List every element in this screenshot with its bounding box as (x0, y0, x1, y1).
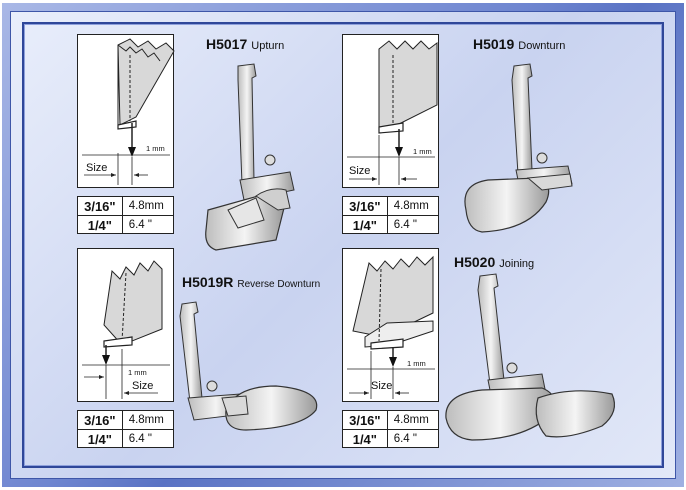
table-row: 3/16" 4.8mm (78, 197, 173, 215)
gap-label-h5019: 1 mm (413, 147, 432, 156)
product-code: H5019 (473, 36, 515, 52)
size-table-h5019: 3/16" 4.8mm 1/4" 6.4 " (342, 196, 439, 234)
product-code: H5020 (454, 254, 496, 270)
size-fraction: 1/4" (78, 430, 123, 448)
product-code: H5019R (182, 274, 234, 290)
seam-diagram-h5017: Size 1 mm (77, 34, 175, 188)
size-metric: 4.8mm (128, 414, 164, 426)
seam-diagram-h5019: Size 1 mm (342, 34, 439, 188)
seam-diagram-h5020-drawing: Size 1 mm (347, 255, 435, 399)
size-metric: 6.4 " (393, 219, 417, 231)
table-row: 3/16" 4.8mm (343, 411, 438, 429)
presser-foot-illustration-h5019r (179, 301, 318, 431)
size-label-h5019r: Size (132, 380, 153, 392)
table-row: 3/16" 4.8mm (78, 411, 173, 429)
product-type: Upturn (251, 40, 285, 52)
size-fraction: 1/4" (343, 430, 388, 448)
product-code: H5017 (206, 36, 248, 52)
size-label-h5017: Size (86, 162, 107, 174)
size-table-h5019r: 3/16" 4.8mm 1/4" 6.4 " (77, 410, 174, 448)
table-row: 1/4" 6.4 " (78, 215, 173, 234)
size-label-h5019: Size (349, 165, 370, 177)
product-type: Downturn (518, 40, 566, 52)
size-metric: 4.8mm (128, 200, 164, 212)
size-table-h5020: 3/16" 4.8mm 1/4" 6.4 " (342, 410, 439, 448)
size-fraction: 1/4" (78, 216, 123, 234)
size-metric: 6.4 " (393, 433, 417, 445)
seam-diagram-h5019r-drawing: Size 1 mm (82, 260, 170, 399)
presser-foot-illustration-h5017 (205, 63, 295, 251)
product-type: Joining (499, 258, 535, 270)
presser-foot-illustration-h5019 (464, 63, 573, 233)
size-fraction: 3/16" (78, 411, 123, 429)
size-fraction: 1/4" (343, 216, 388, 234)
size-fraction: 3/16" (343, 197, 388, 215)
size-table-h5017: 3/16" 4.8mm 1/4" 6.4 " (77, 196, 174, 234)
table-row: 1/4" 6.4 " (343, 429, 438, 448)
table-row: 1/4" 6.4 " (78, 429, 173, 448)
seam-diagram-h5017-drawing: Size 1 mm (82, 38, 175, 185)
size-fraction: 3/16" (78, 197, 123, 215)
seam-diagram-h5020: Size 1 mm (342, 248, 439, 402)
seam-diagram-h5019-drawing: Size 1 mm (347, 40, 438, 185)
size-label-h5020: Size (371, 380, 392, 392)
presser-foot-illustration-h5020 (445, 273, 615, 441)
gap-label-h5020: 1 mm (407, 359, 426, 368)
gap-label-h5017: 1 mm (146, 144, 165, 153)
gap-label-h5019r: 1 mm (128, 368, 147, 377)
size-metric: 6.4 " (128, 219, 152, 231)
size-metric: 6.4 " (128, 433, 152, 445)
size-metric: 4.8mm (393, 414, 429, 426)
product-type: Reverse Downturn (237, 279, 321, 290)
size-metric: 4.8mm (393, 200, 429, 212)
seam-diagram-h5019r: Size 1 mm (77, 248, 174, 402)
size-fraction: 3/16" (343, 411, 388, 429)
table-row: 3/16" 4.8mm (343, 197, 438, 215)
table-row: 1/4" 6.4 " (343, 215, 438, 234)
